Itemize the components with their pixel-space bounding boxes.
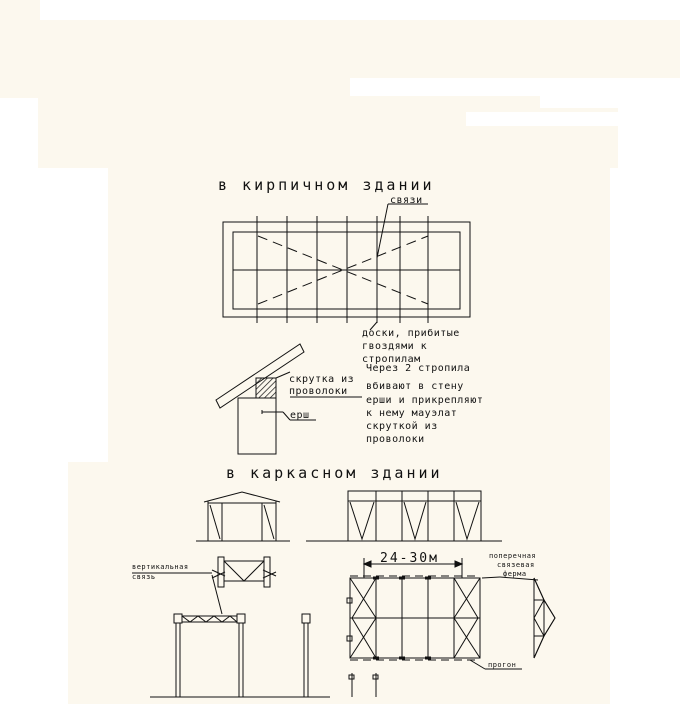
paper-block-main [108,166,610,464]
twist-label-1: скрутка из [289,374,354,385]
transverse-truss-label-3: ферма [503,570,527,578]
vertical-brace-label-2: связь [132,573,156,581]
transverse-truss-label-2: связевая [497,561,535,569]
white-patch [540,92,680,108]
transverse-truss-label-1: поперечная [489,552,536,560]
paper-block-top-right [0,92,350,98]
purlin-label: прогон [488,661,516,669]
paper-block-mid [38,96,618,168]
note-line-4: к нему мауэлат [366,408,457,419]
paper-block-lower [68,462,610,704]
span-dimension: 24-30м [380,551,439,566]
vertical-brace-detail [132,556,277,615]
rafter-wall-detail [215,343,362,455]
frame-title: в каркасном здании [226,464,443,482]
transverse-truss [533,577,556,659]
white-patch [618,108,680,128]
boards-label-1: доски, прибитые [362,327,460,339]
frame-cross-section [196,491,290,542]
note-line-6: проволоки [366,434,425,445]
white-patch [350,78,680,92]
note-line-3: ерши и прикрепляют [366,395,483,406]
vertical-brace-label-1: вертикальная [132,563,189,571]
ties-label: связи [390,195,423,206]
portal-frame-elevation [150,613,330,698]
note-line-2: вбивают в стену [366,380,464,392]
brick-title: в кирпичном здании [218,176,435,194]
boards-label-2: гвоздями к [362,341,427,352]
note-line-1: Через 2 стропила [366,363,470,374]
ruff-label: ерш [290,410,310,421]
frame-longitudinal-section [306,490,502,542]
column-markers [348,673,379,697]
note-line-5: скруткой из [366,420,438,432]
frame-roof-plan [346,558,539,670]
white-patch [466,112,618,126]
twist-label-2: проволоки [289,386,348,397]
brick-roof-plan [222,203,471,323]
boards-label-3: стропилам [362,354,421,365]
paper-block-top-left [0,0,40,20]
